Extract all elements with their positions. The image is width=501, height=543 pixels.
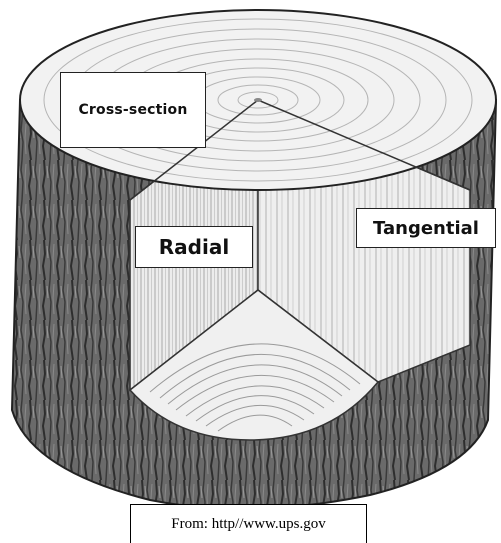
source-caption: From: http//www.ups.gov	[130, 504, 367, 543]
tangential-label: Tangential	[356, 208, 496, 248]
pith	[254, 98, 262, 102]
cross-section-label: Cross-section	[60, 72, 206, 148]
radial-label: Radial	[135, 226, 253, 268]
